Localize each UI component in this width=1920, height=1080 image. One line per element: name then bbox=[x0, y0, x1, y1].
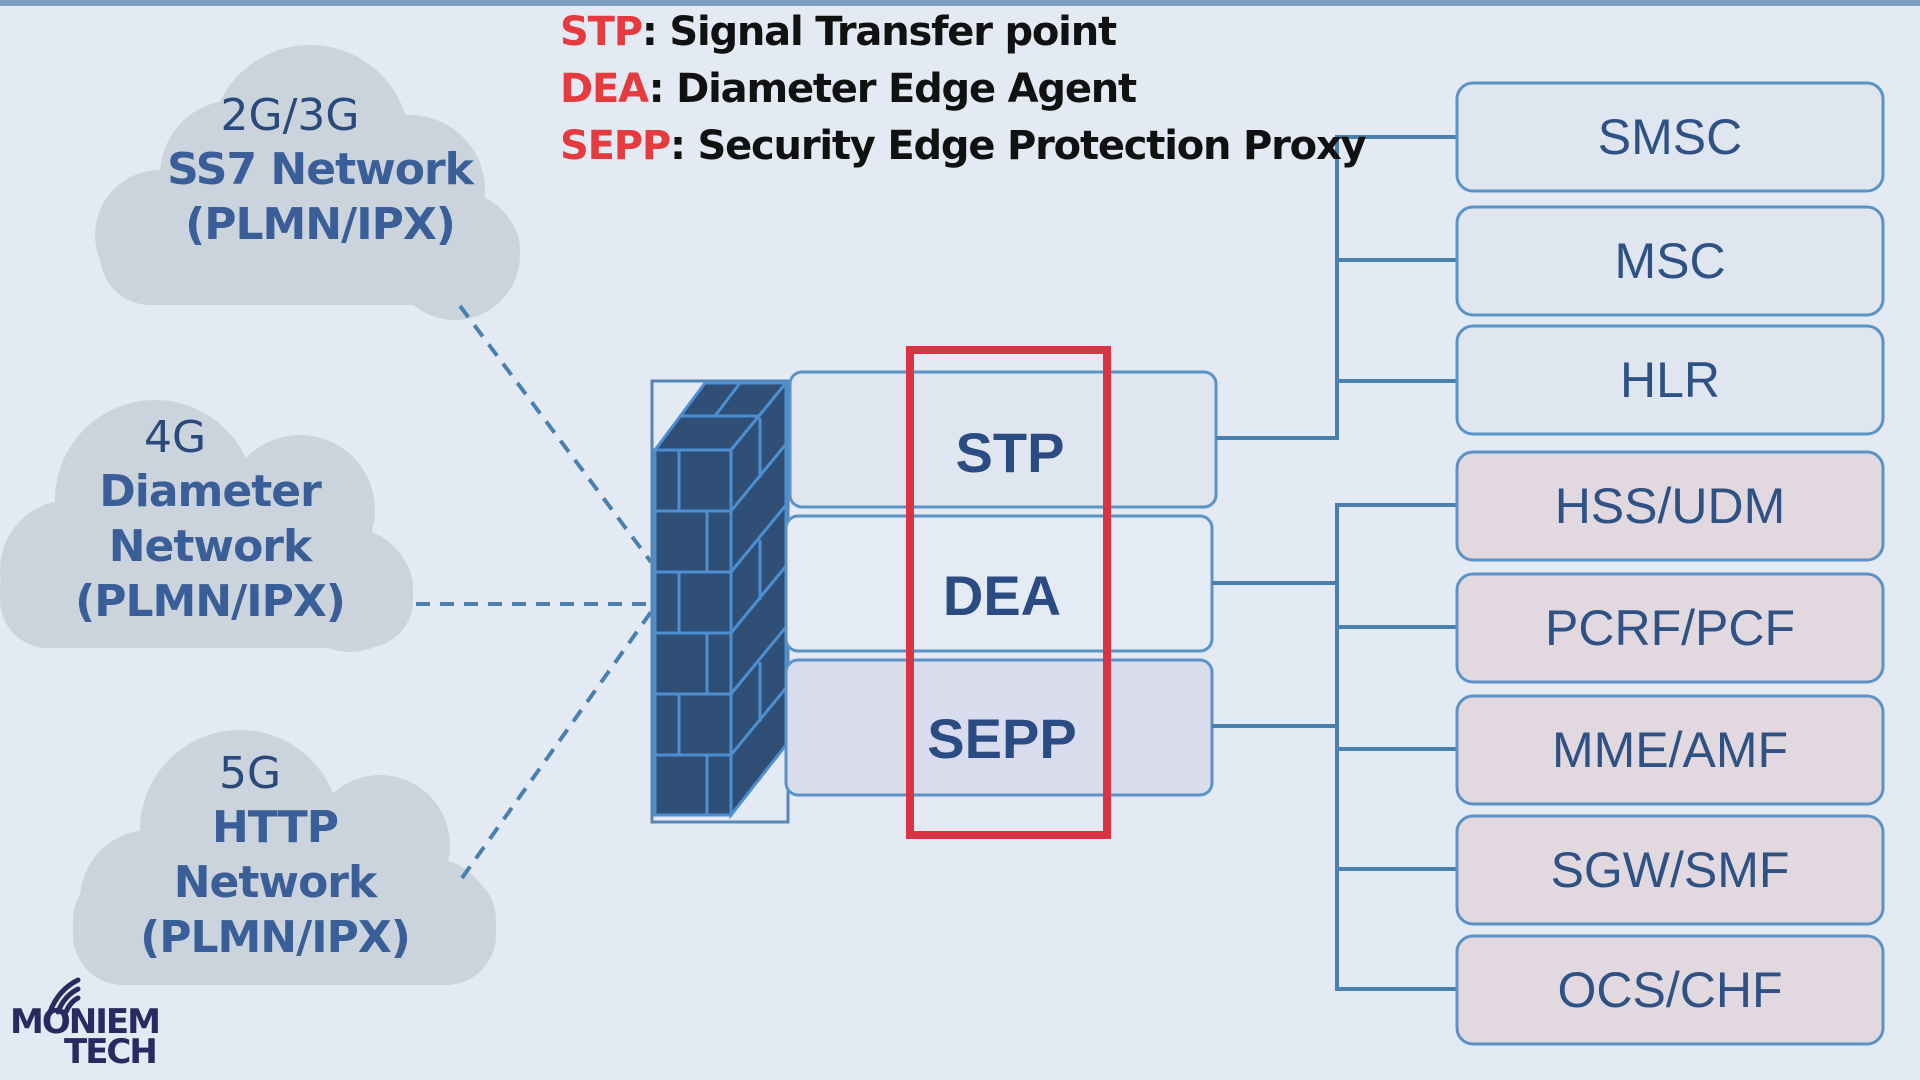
network-generation: 4G bbox=[143, 412, 207, 463]
legend: STP: Signal Transfer point DEA: Diameter… bbox=[560, 4, 1367, 175]
nf-label-hlr: HLR bbox=[1619, 352, 1721, 408]
legend-desc: : Signal Transfer point bbox=[641, 9, 1117, 55]
logo-line2: TECH bbox=[64, 1032, 158, 1072]
logo-line1: MONIEM bbox=[10, 1002, 161, 1042]
cloud-2g3g bbox=[95, 45, 520, 320]
sepp-label: SEPP bbox=[927, 707, 1077, 770]
network-4g-label: 4G Diameter Network (PLMN/IPX) bbox=[0, 412, 420, 629]
logo: MONIEM TECH bbox=[8, 970, 168, 1072]
firewall-icon bbox=[650, 378, 790, 824]
nf-box-mme-amf[interactable] bbox=[1455, 694, 1885, 806]
legend-desc: : Security Edge Protection Proxy bbox=[669, 123, 1367, 169]
legend-abbr: DEA bbox=[560, 66, 650, 112]
network-name: Network bbox=[173, 857, 378, 908]
top-band bbox=[0, 0, 1920, 6]
highlight-frame bbox=[906, 346, 1111, 839]
dashed-link-2g3g bbox=[458, 304, 653, 564]
legend-abbr: STP bbox=[560, 9, 643, 55]
network-name: HTTP bbox=[211, 802, 339, 853]
network-name: Network bbox=[108, 521, 313, 572]
stp-label: STP bbox=[955, 421, 1065, 484]
network-generation: 5G bbox=[218, 748, 282, 799]
network-name: SS7 Network bbox=[167, 144, 474, 195]
nf-label-msc: MSC bbox=[1614, 233, 1726, 289]
network-scope: (PLMN/IPX) bbox=[75, 576, 346, 627]
nf-box-smsc[interactable] bbox=[1455, 81, 1885, 193]
nf-label-smsc: SMSC bbox=[1597, 109, 1743, 165]
stp-trunk bbox=[1216, 135, 1457, 440]
nf-box-pcrf-pcf[interactable] bbox=[1455, 572, 1885, 684]
nf-box-sgw-smf[interactable] bbox=[1455, 814, 1885, 926]
nf-label-mme-amf: MME/AMF bbox=[1551, 722, 1789, 778]
network-2g3g-label: 2G/3G SS7 Network (PLMN/IPX) bbox=[110, 90, 530, 252]
nf-box-hss-udm[interactable] bbox=[1455, 450, 1885, 562]
nf-label-ocs-chf: OCS/CHF bbox=[1557, 962, 1783, 1018]
legend-desc: : Diameter Edge Agent bbox=[648, 66, 1138, 112]
network-scope: (PLMN/IPX) bbox=[185, 199, 456, 250]
dashed-link-5g bbox=[460, 610, 653, 880]
nf-box-ocs-chf[interactable] bbox=[1455, 934, 1885, 1046]
network-name: Diameter bbox=[99, 466, 322, 517]
dea-label: DEA bbox=[942, 564, 1062, 627]
cloud-4g bbox=[0, 400, 413, 652]
legend-item-stp: STP: Signal Transfer point bbox=[560, 4, 1365, 61]
network-generation: 2G/3G bbox=[220, 90, 360, 141]
legend-item-dea: DEA: Diameter Edge Agent bbox=[560, 61, 1365, 118]
legend-item-sepp: SEPP: Security Edge Protection Proxy bbox=[560, 118, 1367, 175]
network-5g-label: 5G HTTP Network (PLMN/IPX) bbox=[65, 748, 485, 965]
legend-abbr: SEPP bbox=[560, 123, 671, 169]
nf-label-sgw-smf: SGW/SMF bbox=[1550, 842, 1790, 898]
nf-box-hlr[interactable] bbox=[1455, 324, 1885, 436]
nf-label-hss-udm: HSS/UDM bbox=[1554, 478, 1786, 534]
nf-label-pcrf-pcf: PCRF/PCF bbox=[1545, 600, 1795, 656]
network-scope: (PLMN/IPX) bbox=[140, 912, 411, 963]
logo-wave-icon bbox=[47, 977, 81, 1015]
nf-box-msc[interactable] bbox=[1455, 205, 1885, 317]
cloud-5g bbox=[73, 730, 496, 985]
